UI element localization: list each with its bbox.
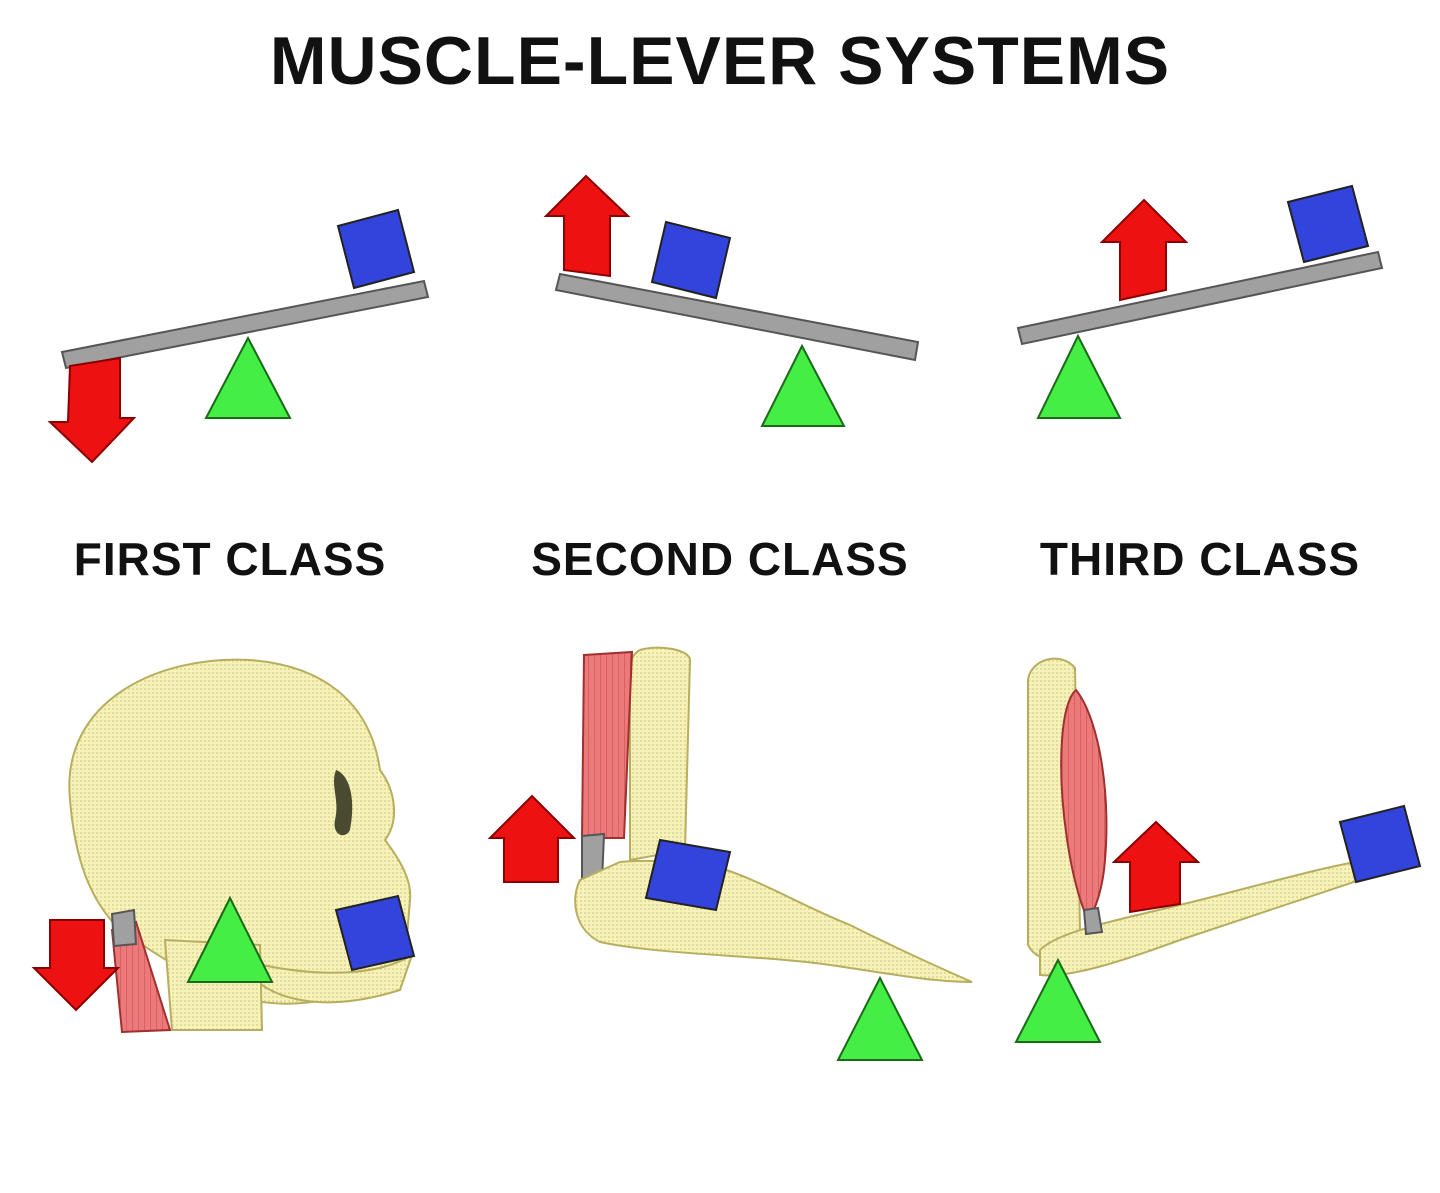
eye-socket [334, 770, 353, 836]
jaw [238, 952, 414, 1004]
fulcrum-triangle [1014, 957, 1102, 1043]
second-class-label: SECOND CLASS [531, 533, 909, 585]
effort-arrow-up [487, 794, 577, 883]
load-block [336, 208, 416, 290]
third-class-lever [1016, 184, 1384, 419]
fulcrum-triangle [186, 895, 274, 983]
skull-example [31, 658, 416, 1034]
lever-bar [60, 279, 430, 370]
load-block [334, 894, 416, 972]
fulcrum-triangle [836, 975, 924, 1061]
first-class-label: FIRST CLASS [73, 533, 387, 585]
load-block [650, 220, 732, 300]
effort-arrow-up [1111, 820, 1201, 914]
fulcrum-triangle [1036, 333, 1122, 419]
load-block [1338, 804, 1422, 884]
effort-arrow-down [47, 356, 137, 464]
effort-arrow-up [543, 174, 631, 278]
tibia-bone [629, 646, 692, 862]
lever-bar [554, 272, 920, 362]
effort-arrow-up [1099, 198, 1189, 302]
first-class-lever [47, 208, 430, 464]
arm-example [1014, 657, 1422, 1043]
fulcrum-triangle [760, 343, 846, 427]
lever-bar [1016, 250, 1384, 346]
tendon [110, 908, 138, 948]
foot-example [487, 646, 973, 1061]
fulcrum-triangle [204, 335, 292, 419]
foot-bone [574, 859, 973, 983]
effort-arrow-down [31, 919, 121, 1012]
page-title: MUSCLE-LEVER SYSTEMS [269, 23, 1171, 99]
third-class-label: THIRD CLASS [1039, 533, 1361, 585]
tendon [1082, 906, 1104, 936]
load-block [1286, 184, 1370, 264]
second-class-lever [543, 174, 920, 427]
load-block [644, 838, 732, 912]
calf-muscle [580, 650, 634, 839]
